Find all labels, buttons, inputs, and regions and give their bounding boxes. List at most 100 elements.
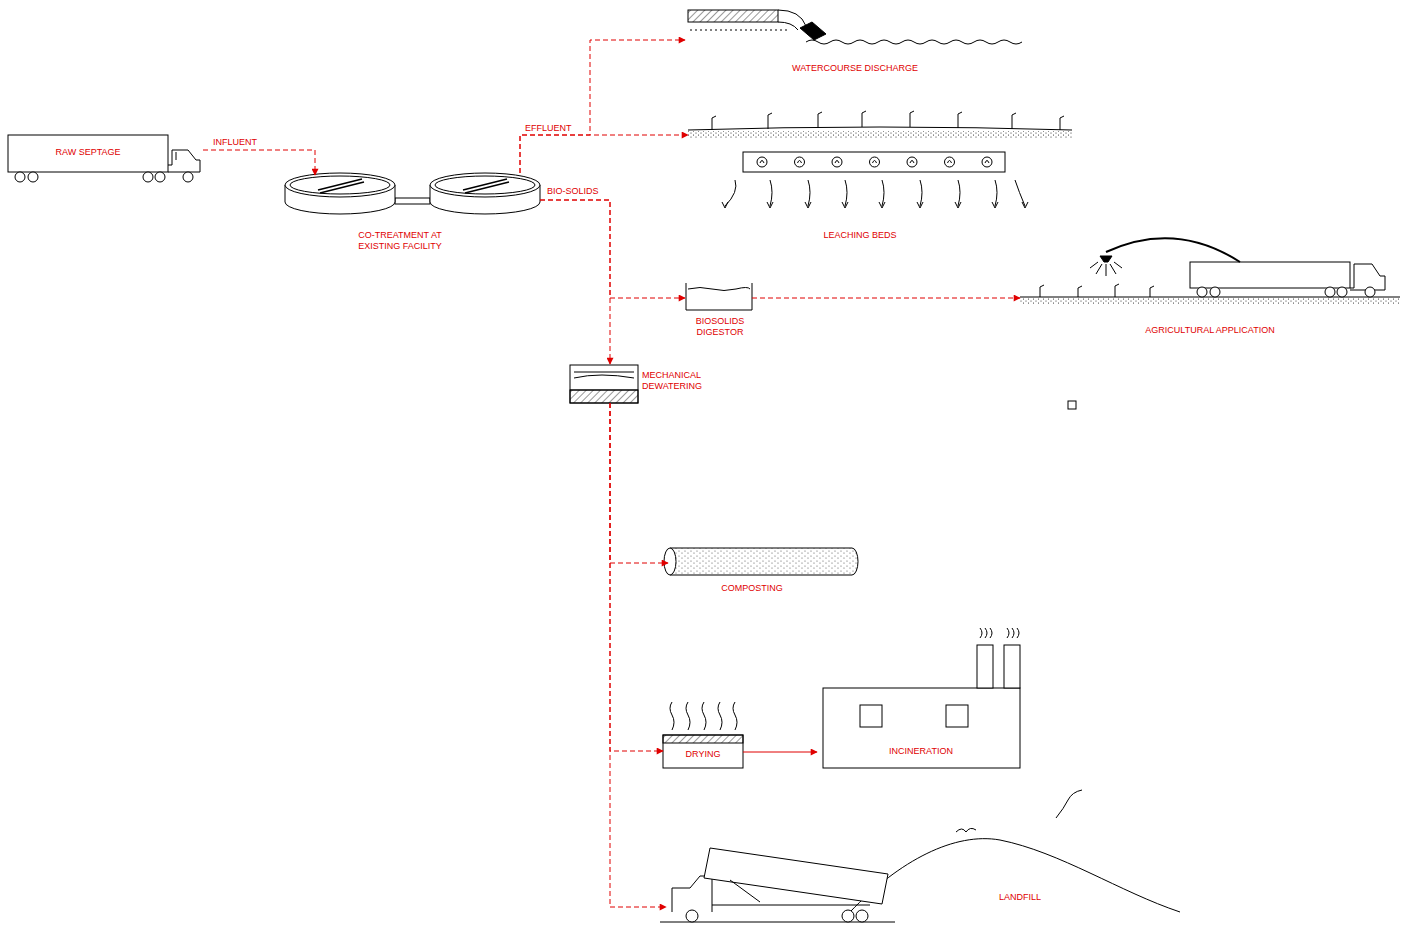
node-label: RAW SEPTAGE (8, 147, 168, 158)
agricultural-application-part (1040, 284, 1154, 297)
septage-truck (8, 135, 200, 182)
septage-truck-part (155, 172, 165, 182)
agricultural-application-part (1190, 262, 1350, 288)
leaching-beds-part-part (805, 202, 811, 208)
incinerator-part (980, 628, 1019, 638)
treatment-tanks-part (290, 176, 390, 194)
flow-connector (520, 135, 688, 173)
incinerator-part (977, 645, 993, 688)
septage-truck-part (15, 172, 25, 182)
agricultural-application-part (1100, 256, 1112, 262)
leaching-beds-part-part (798, 161, 802, 164)
treatment-tanks-part (435, 176, 535, 194)
agricultural-application-part (1350, 264, 1385, 290)
agricultural-application-part (1337, 287, 1347, 297)
septage-truck-part (168, 150, 200, 172)
flow-connector (743, 752, 817, 753)
treatment-tanks-part (318, 179, 364, 193)
watercourse-discharge-part (800, 22, 826, 40)
flow-connector (610, 403, 666, 907)
node-label: CO-TREATMENT AT EXISTING FACILITY (350, 230, 450, 252)
node-label: INCINERATION (871, 746, 971, 757)
node-label: DRYING (663, 749, 743, 760)
leaching-beds-part-part (982, 157, 992, 167)
node-label: AGRICULTURAL APPLICATION (1135, 325, 1285, 336)
landfill-scene-part (686, 910, 698, 922)
compost-windrow (664, 548, 858, 575)
leaching-beds-part-part (958, 180, 960, 206)
watercourse-discharge-part (806, 40, 1022, 44)
leaching-beds-part (712, 111, 1064, 130)
dewatering-press-part (570, 390, 638, 403)
landfill-scene-part (730, 880, 760, 902)
leaching-beds-part (757, 157, 992, 167)
flow-connector (520, 40, 685, 173)
incinerator-node: INCINERATION (823, 688, 1020, 768)
landfill-scene-part (704, 848, 888, 904)
landfill-scene-part (842, 910, 854, 922)
flow-connector (540, 200, 685, 298)
compost-windrow-part (664, 548, 676, 575)
agricultural-application (1020, 238, 1400, 304)
node-label: LANDFILL (980, 892, 1060, 903)
incinerator-part (860, 705, 882, 727)
landfill-scene-part (856, 910, 868, 922)
edge-label: BIO-SOLIDS (546, 187, 600, 197)
incinerator-part (946, 705, 968, 727)
agricultural-application-part (1210, 287, 1220, 297)
treatment-tanks-node: CO-TREATMENT AT EXISTING FACILITY (283, 172, 543, 254)
leaching-beds-part (688, 131, 1072, 138)
dewatering-press-part (574, 372, 634, 373)
dryer (663, 702, 743, 768)
flow-connector (203, 150, 315, 175)
landfill-scene-part (712, 905, 870, 906)
agricultural-application-node: AGRICULTURAL APPLICATION (1020, 220, 1400, 340)
dryer-node: DRYING (663, 735, 743, 768)
agricultural-application-part (1325, 287, 1335, 297)
leaching-beds-part-part (795, 157, 805, 167)
leaching-beds-part-part (992, 202, 998, 208)
agricultural-application-part (1020, 298, 1400, 304)
leaching-beds-part-part (917, 202, 923, 208)
biosolids-digestor-part (686, 283, 752, 310)
leaching-beds-part-part (832, 157, 842, 167)
treatment-tanks-part (463, 179, 509, 193)
edge-label: EFFLUENT (524, 124, 573, 134)
leaching-beds (688, 111, 1072, 208)
landfill-scene-part (850, 839, 1180, 912)
watercourse-discharge-part (690, 30, 790, 31)
landfill-scene-node: LANDFILL (660, 830, 1185, 925)
watercourse-discharge-part (688, 10, 778, 22)
leaching-beds-part-part (955, 202, 961, 208)
septage-truck-part (8, 135, 168, 172)
agricultural-application-part (1106, 238, 1240, 262)
landfill-scene-part (956, 828, 976, 832)
leaching-beds-part-part (907, 157, 917, 167)
septage-truck-part (143, 172, 153, 182)
leaching-beds-part-part (770, 180, 772, 206)
leaching-beds-part-part (945, 157, 955, 167)
dewatering-press-node: MECHANICAL DEWATERING (570, 362, 730, 406)
leaching-beds-part-part (835, 161, 839, 164)
leaching-beds-node: LEACHING BEDS (688, 110, 1072, 245)
incinerator-part (1004, 645, 1020, 688)
dewatering-press-part (574, 375, 634, 378)
leaching-beds-part-part (873, 161, 877, 164)
septage-truck-part (176, 152, 177, 160)
leaching-beds-part-part (879, 202, 885, 208)
landfill-scene (660, 790, 1180, 922)
leaching-beds-part (743, 152, 1005, 172)
agricultural-application-part (1090, 262, 1122, 276)
septage-truck-part (28, 172, 38, 182)
stray-square (1068, 401, 1076, 409)
biosolids-digestor (686, 283, 752, 310)
node-label: MECHANICAL DEWATERING (642, 370, 728, 392)
treatment-tanks-part (430, 173, 540, 197)
leaching-beds-part-part (920, 180, 922, 206)
leaching-beds-part-part (842, 202, 848, 208)
dewatering-press-part (570, 365, 638, 403)
watercourse-discharge (688, 10, 1022, 44)
leaching-beds-part-part (1022, 202, 1028, 208)
leaching-beds-part-part (985, 161, 989, 164)
